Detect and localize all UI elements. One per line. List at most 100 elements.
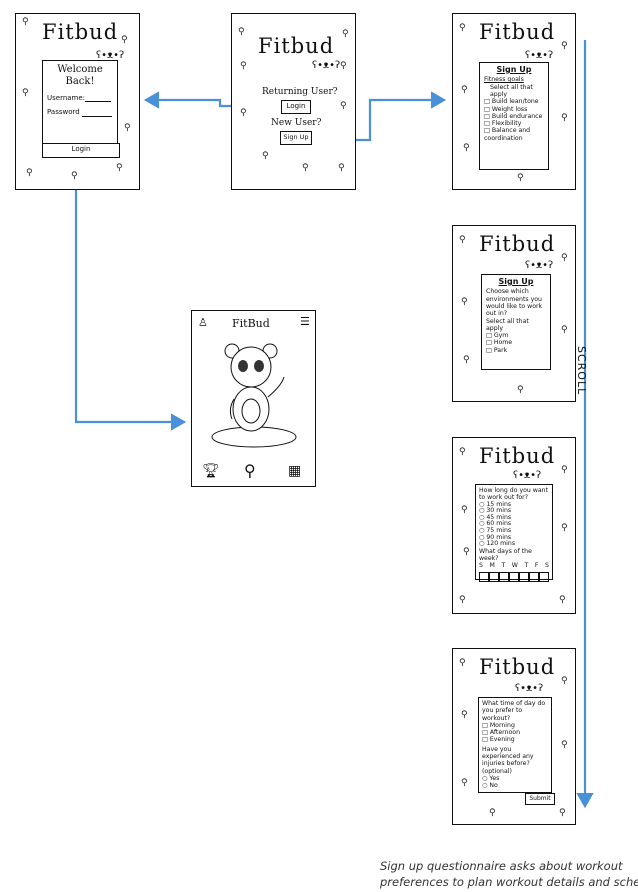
injury-option[interactable]: ○ No xyxy=(482,782,548,789)
calendar-icon[interactable]: ▦ xyxy=(288,463,301,479)
time-option[interactable]: □ Evening xyxy=(482,736,548,743)
dumbbell-icon: ⚲ xyxy=(559,596,566,605)
username-label: Username: xyxy=(47,94,85,102)
login-button[interactable]: Login xyxy=(281,100,311,114)
login-submit-button[interactable]: Login xyxy=(42,143,120,158)
time-card: What time of day do you prefer to workou… xyxy=(478,697,552,793)
dumbbell-icon: ⚲ xyxy=(461,779,468,788)
goals-card: Sign Up Fitness goals Select all that ap… xyxy=(479,62,549,170)
login-card: Welcome Back! Username: Password xyxy=(42,60,118,156)
day-checkbox[interactable] xyxy=(539,572,549,582)
goal-option[interactable]: □ Weight loss xyxy=(484,106,544,113)
environment-option[interactable]: □ Park xyxy=(486,347,546,354)
environment-option[interactable]: □ Gym xyxy=(486,332,546,339)
signup-button[interactable]: Sign Up xyxy=(280,131,312,145)
environment-hint: Select all that apply xyxy=(486,318,546,333)
dumbbell-icon: ⚲ xyxy=(124,124,131,133)
profile-icon[interactable]: ♙ xyxy=(198,316,208,329)
goal-option[interactable]: □ Balance and coordination xyxy=(484,127,544,142)
signup-goals-screen: Fitbud ʕ•ᴥ•ʔ Sign Up Fitness goals Selec… xyxy=(452,13,576,190)
dumbbell-icon: ⚲ xyxy=(121,36,128,45)
password-field[interactable] xyxy=(82,109,112,117)
panda-mascot xyxy=(204,337,304,449)
environment-option[interactable]: □ Home xyxy=(486,339,546,346)
dumbbell-icon: ⚲ xyxy=(459,236,466,245)
dumbbell-icon: ⚲ xyxy=(459,659,466,668)
welcome-heading: Welcome Back! xyxy=(47,64,113,88)
dumbbell-icon: ⚲ xyxy=(71,172,78,181)
dumbbell-icon: ⚲ xyxy=(561,326,568,335)
dumbbell-icon: ⚲ xyxy=(461,298,468,307)
trophy-icon[interactable]: 🏆︎ xyxy=(202,463,220,479)
panda-icon: ʕ•ᴥ•ʔ xyxy=(525,50,553,61)
signup-title: Sign Up xyxy=(486,278,546,286)
dumbbell-icon: ⚲ xyxy=(561,466,568,475)
caption: Sign up questionnaire asks about workout… xyxy=(380,858,638,890)
dumbbell-icon: ⚲ xyxy=(461,711,468,720)
dumbbell-icon: ⚲ xyxy=(338,164,345,173)
dumbbell-icon: ⚲ xyxy=(26,169,33,178)
time-question: What time of day do you prefer to workou… xyxy=(482,700,548,722)
app-logo: Fitbud xyxy=(479,20,555,44)
dumbbell-icon: ⚲ xyxy=(22,89,29,98)
dumbbell-icon[interactable]: ⚲ xyxy=(244,461,256,480)
app-logo: Fitbud xyxy=(42,20,118,44)
username-field[interactable] xyxy=(85,94,111,102)
dumbbell-icon: ⚲ xyxy=(238,28,245,37)
day-checkbox[interactable] xyxy=(499,572,509,582)
panda-icon: ʕ•ᴥ•ʔ xyxy=(312,60,340,71)
dumbbell-icon: ⚲ xyxy=(463,548,470,557)
days-checkboxes[interactable] xyxy=(479,572,549,582)
dumbbell-icon: ⚲ xyxy=(342,30,349,39)
dumbbell-icon: ⚲ xyxy=(461,506,468,515)
duration-option[interactable]: ○ 120 mins xyxy=(479,541,549,548)
login-screen: Fitbud ʕ•ᴥ•ʔ Welcome Back! Username: Pas… xyxy=(15,13,140,190)
dumbbell-icon: ⚲ xyxy=(459,596,466,605)
goals-hint: Select all that apply xyxy=(484,84,544,99)
days-question: What days of the week? xyxy=(479,548,549,563)
time-option[interactable]: □ Morning xyxy=(482,722,548,729)
start-screen: Fitbud ʕ•ᴥ•ʔ Returning User? Login New U… xyxy=(231,13,356,190)
app-logo: Fitbud xyxy=(258,34,334,58)
dumbbell-icon: ⚲ xyxy=(463,144,470,153)
goal-option[interactable]: □ Build lean/tone xyxy=(484,98,544,105)
day-checkbox[interactable] xyxy=(519,572,529,582)
dumbbell-icon: ⚲ xyxy=(459,24,466,33)
menu-icon[interactable]: ☰ xyxy=(300,315,310,328)
dumbbell-icon: ⚲ xyxy=(240,62,247,71)
signup-environment-screen: Fitbud ʕ•ᴥ•ʔ Sign Up Choose which enviro… xyxy=(452,225,576,402)
app-logo: Fitbud xyxy=(479,232,555,256)
dumbbell-icon: ⚲ xyxy=(561,114,568,123)
scroll-label: SCROLL xyxy=(575,346,588,395)
dumbbell-icon: ⚲ xyxy=(517,386,524,395)
dumbbell-icon: ⚲ xyxy=(561,677,568,686)
arrow-to-home xyxy=(76,158,184,422)
goal-option[interactable]: □ Flexibility xyxy=(484,120,544,127)
duration-card: How long do you want to work out for? ○ … xyxy=(475,484,553,580)
goals-question: Fitness goals xyxy=(484,76,544,83)
duration-question: How long do you want to work out for? xyxy=(479,487,549,502)
panda-icon: ʕ•ᴥ•ʔ xyxy=(513,470,541,481)
panda-icon: ʕ•ᴥ•ʔ xyxy=(525,260,553,271)
goal-option[interactable]: □ Build endurance xyxy=(484,113,544,120)
signup-time-screen: Fitbud ʕ•ᴥ•ʔ What time of day do you pre… xyxy=(452,648,576,825)
dumbbell-icon: ⚲ xyxy=(116,164,123,173)
returning-user-prompt: Returning User? xyxy=(262,87,338,97)
app-logo: Fitbud xyxy=(479,655,555,679)
day-checkbox[interactable] xyxy=(529,572,539,582)
day-checkbox[interactable] xyxy=(509,572,519,582)
days-labels: SMTWTFS xyxy=(479,562,549,569)
home-screen: ♙ FitBud ☰ 🏆︎ ⚲ ▦ xyxy=(191,310,316,487)
dumbbell-icon: ⚲ xyxy=(459,448,466,457)
time-option[interactable]: □ Afternoon xyxy=(482,729,548,736)
injury-option[interactable]: ○ Yes xyxy=(482,775,548,782)
dumbbell-icon: ⚲ xyxy=(463,356,470,365)
dumbbell-icon: ⚲ xyxy=(340,62,347,71)
environment-question: Choose which environments you would like… xyxy=(486,288,546,317)
day-checkbox[interactable] xyxy=(479,572,489,582)
home-title: FitBud xyxy=(232,317,270,330)
day-checkbox[interactable] xyxy=(489,572,499,582)
dumbbell-icon: ⚲ xyxy=(561,254,568,263)
submit-button[interactable]: Submit xyxy=(525,793,555,805)
dumbbell-icon: ⚲ xyxy=(302,164,309,173)
